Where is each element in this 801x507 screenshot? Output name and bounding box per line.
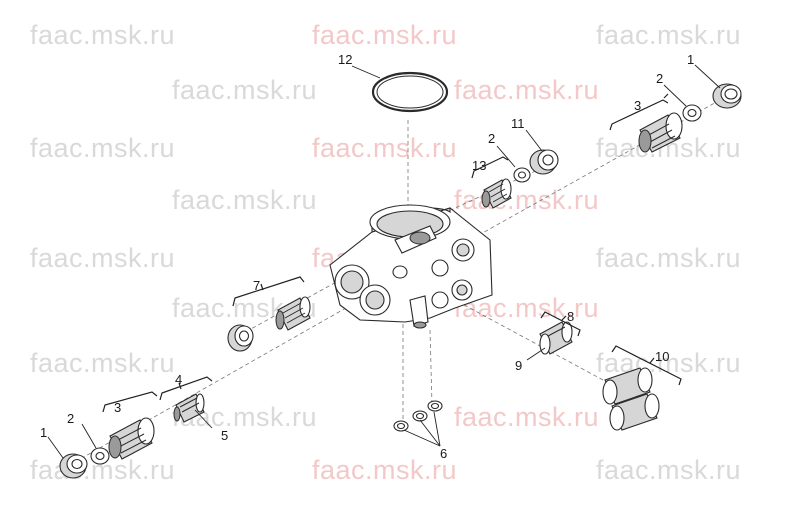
washer-2-top: [682, 104, 702, 122]
callout-labels: 1 2 3 11 2 13 12 7 4 5 3 2 1 8 9 10 6: [40, 52, 694, 461]
cap-11: [529, 149, 559, 175]
callout-2-mid: 2: [488, 131, 495, 146]
callout-2-top: 2: [656, 71, 663, 86]
callout-1-bottom: 1: [40, 425, 47, 440]
cap-1-top: [712, 83, 742, 109]
washer-2-mid: [513, 167, 531, 183]
callout-5: 5: [221, 428, 228, 443]
leader-lines: [47, 64, 721, 459]
callout-3-top: 3: [634, 98, 641, 113]
callout-2-bottom: 2: [67, 411, 74, 426]
callout-6: 6: [440, 446, 447, 461]
pump-manifold-body: [329, 204, 493, 329]
valve-assembly-7: [227, 296, 311, 352]
callout-11: 11: [511, 116, 525, 131]
callout-7: 7: [253, 278, 260, 293]
cap-1-bottom: [59, 453, 88, 479]
group-braces: [102, 93, 682, 413]
seals-6: [393, 400, 443, 432]
callout-9: 9: [515, 358, 522, 373]
valve-13: [481, 178, 512, 209]
fitting-9: [539, 321, 573, 355]
callout-10: 10: [655, 349, 669, 364]
washer-2-bottom: [90, 447, 110, 465]
valve-5: [173, 393, 205, 423]
callout-12: 12: [338, 52, 352, 67]
fittings-10: [602, 367, 660, 431]
callout-4: 4: [175, 372, 182, 387]
callout-8: 8: [567, 309, 574, 324]
callout-3-bottom: 3: [114, 400, 121, 415]
callout-1-top: 1: [687, 52, 694, 67]
o-ring-12: [371, 71, 449, 113]
callout-13: 13: [472, 158, 486, 173]
valve-cage-3-bottom: [108, 417, 155, 460]
valve-cage-3-top: [638, 112, 683, 153]
